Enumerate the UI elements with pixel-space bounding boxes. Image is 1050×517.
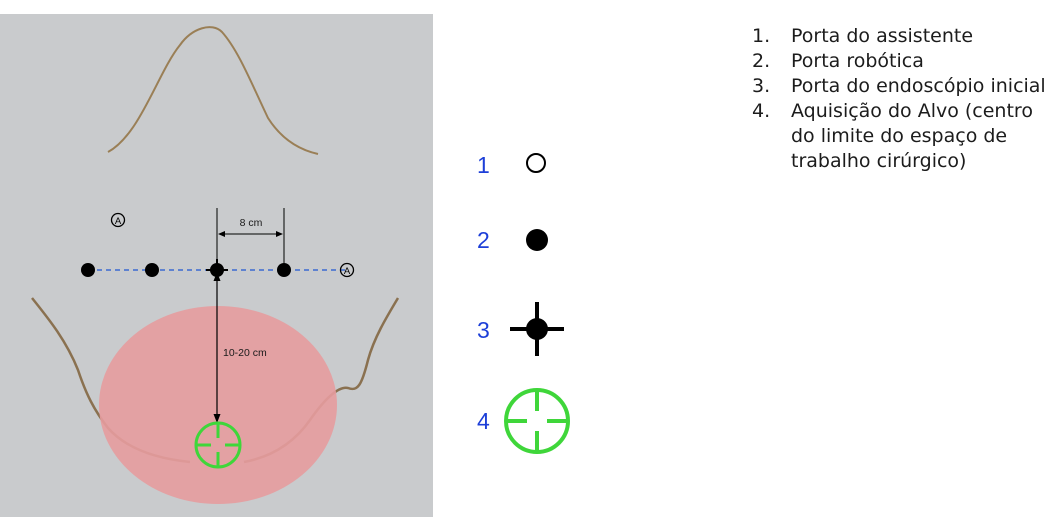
crosshair-icon	[510, 302, 564, 356]
arrowhead-right	[276, 231, 283, 237]
key-number-1: 1	[477, 152, 490, 178]
legend-item-3: 3. Porta do endoscópio inicial	[752, 74, 1048, 99]
target-crosshair-marker	[194, 421, 242, 469]
key-number-2: 2	[477, 227, 490, 253]
assistant-port-right: A	[339, 262, 355, 278]
legend-text: Porta do assistente	[791, 25, 974, 47]
surgical-workspace-area	[99, 306, 337, 504]
ribcage-outline	[107, 26, 319, 155]
legend-text: Porta robótica	[791, 50, 924, 72]
robotic-port-1	[81, 263, 95, 277]
legend-item-1: 1. Porta do assistente	[752, 24, 1048, 49]
arrowhead-left	[218, 231, 225, 237]
robotic-port-2	[145, 263, 159, 277]
legend-text: Aquisição do Alvo (centro do limite do e…	[791, 100, 1033, 172]
endoscope-port-marker	[206, 259, 228, 281]
dimension-label-vertical: 10-20 cm	[223, 347, 267, 359]
svg-text:A: A	[344, 266, 351, 277]
legend-list: 1. Porta do assistente 2. Porta robótica…	[752, 24, 1048, 174]
target-crosshair-icon	[504, 388, 570, 454]
legend-number: 2.	[752, 50, 771, 72]
open-circle-icon	[526, 153, 546, 173]
dimension-label-horizontal: 8 cm	[240, 217, 263, 229]
legend-number: 4.	[752, 100, 771, 122]
key-number-3: 3	[477, 317, 490, 343]
arrowhead-down	[213, 414, 221, 423]
legend-text: Porta do endoscópio inicial	[791, 75, 1046, 97]
assistant-port-left: A	[110, 212, 126, 228]
legend-number: 1.	[752, 25, 771, 47]
svg-text:A: A	[115, 216, 122, 227]
legend-item-4: 4. Aquisição do Alvo (centro do limite d…	[752, 99, 1048, 174]
robotic-port-3	[277, 263, 291, 277]
key-number-4: 4	[477, 408, 490, 434]
legend-number: 3.	[752, 75, 771, 97]
legend-item-2: 2. Porta robótica	[752, 49, 1048, 74]
filled-circle-icon	[526, 229, 548, 251]
